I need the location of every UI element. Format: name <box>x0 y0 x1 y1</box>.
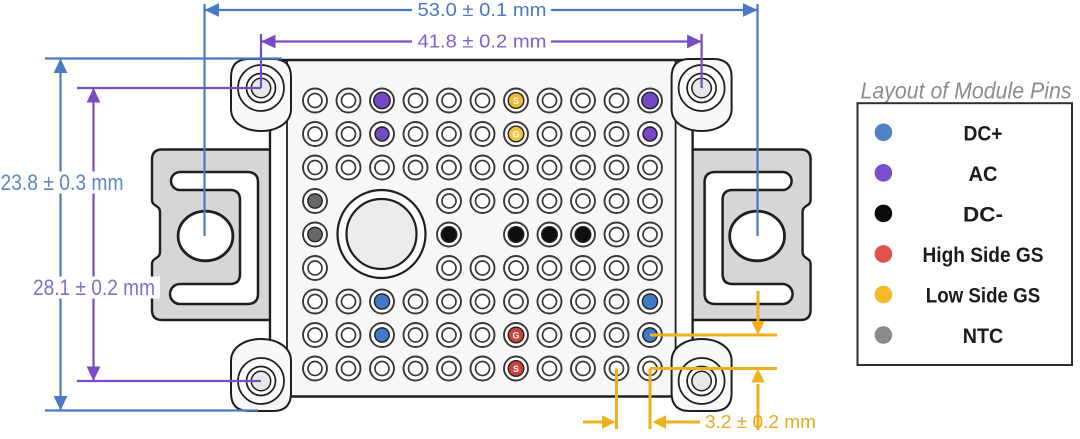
svg-text:G: G <box>512 330 519 340</box>
svg-text:S: S <box>513 96 519 106</box>
svg-text:DC+: DC+ <box>964 121 1003 145</box>
svg-text:G: G <box>512 129 519 139</box>
svg-text:DC-: DC- <box>963 202 1003 226</box>
svg-text:41.8 ± 0.2 mm: 41.8 ± 0.2 mm <box>418 32 547 52</box>
svg-text:Low Side GS: Low Side GS <box>926 284 1041 308</box>
svg-text:AC: AC <box>969 162 998 186</box>
svg-text:53.0 ± 0.1 mm: 53.0 ± 0.1 mm <box>418 0 547 20</box>
svg-text:High Side GS: High Side GS <box>923 243 1044 267</box>
svg-text:Layout of Module Pins: Layout of Module Pins <box>861 78 1072 104</box>
svg-text:28.1 ± 0.2 mm: 28.1 ± 0.2 mm <box>33 275 155 300</box>
svg-text:S: S <box>513 364 519 374</box>
svg-text:3.2 ± 0.2 mm: 3.2 ± 0.2 mm <box>705 412 816 432</box>
svg-text:23.8 ± 0.3 mm: 23.8 ± 0.3 mm <box>1 170 124 195</box>
svg-text:NTC: NTC <box>963 324 1004 348</box>
